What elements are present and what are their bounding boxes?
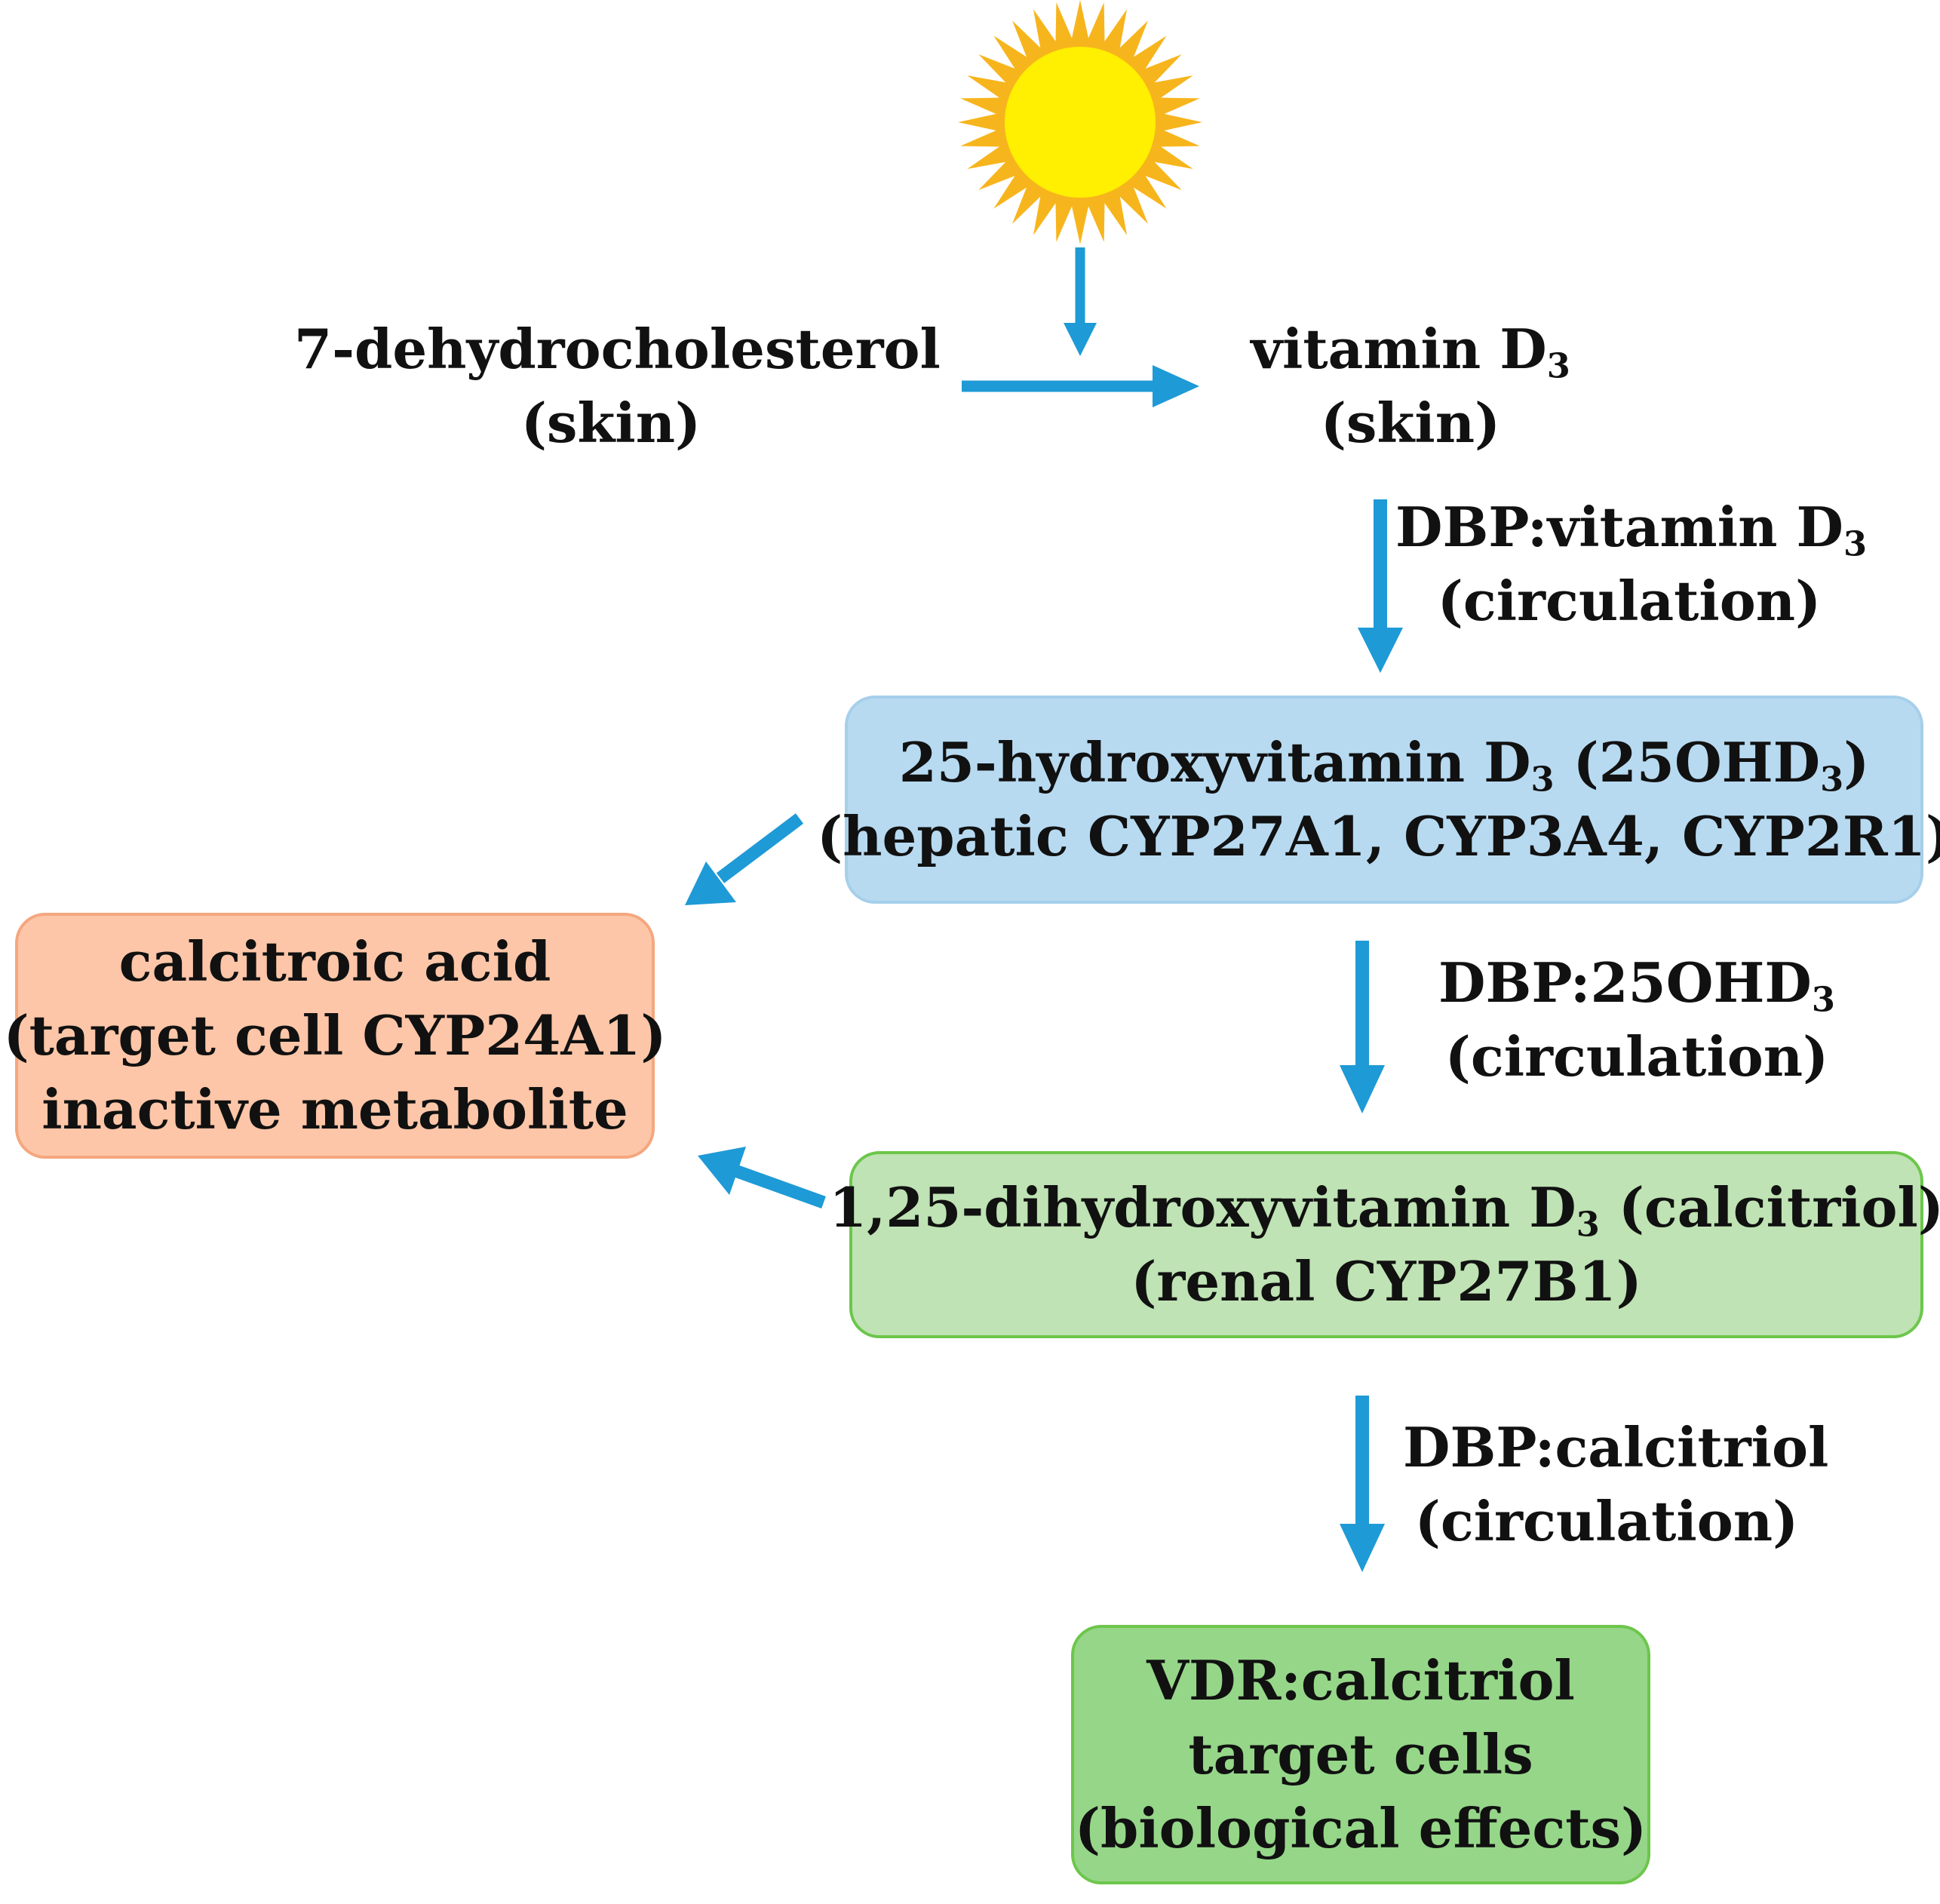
node-label: vitamin D3	[1251, 317, 1570, 386]
node-enzymes: (target cell CYP24A1)	[3, 1003, 667, 1067]
node-label: 25-hydroxyvitamin D3 (25OHD3)	[898, 730, 1870, 800]
arrow-hydroxy-to-calcitroic-head	[685, 861, 736, 905]
arrow-sun-down-head	[1064, 323, 1097, 356]
node-vitamin-d3: vitamin D3 (skin)	[1207, 312, 1614, 460]
arrow-dehydro-to-vitd3-head	[1153, 365, 1199, 407]
node-vdr-calcitriol: VDR:calcitriol target cells (biological …	[1071, 1625, 1650, 1884]
arrow-calcitriol-to-calcitroic-head	[698, 1147, 746, 1195]
edge-label-location: (circulation)	[1414, 1489, 1799, 1553]
sun-core	[1005, 47, 1156, 198]
node-enzymes: (renal CYP27B1)	[1131, 1249, 1642, 1313]
arrow-group	[685, 247, 1403, 1572]
node-target: target cells	[1188, 1722, 1533, 1786]
node-label: calcitroic acid	[118, 929, 551, 993]
edge-label-carrier: DBP:vitamin D3	[1395, 495, 1867, 564]
node-location: (skin)	[520, 391, 701, 455]
node-calcitriol: 1,25-dihydroxyvitamin D3 (calcitriol) (r…	[829, 1151, 1940, 1338]
arrow-calcitriol-to-calcitroic	[733, 1164, 826, 1209]
node-calcitroic-acid: calcitroic acid (target cell CYP24A1) in…	[4, 913, 666, 1159]
node-7-dehydrocholesterol: 7-dehydrocholesterol (skin)	[294, 312, 941, 460]
arrow-hydroxy-to-calcitriol-head	[1340, 1065, 1385, 1113]
node-label: VDR:calcitriol	[1147, 1648, 1575, 1712]
edge-label-location: (circulation)	[1437, 569, 1822, 633]
node-note: inactive metabolite	[41, 1077, 628, 1141]
edge-label-dbp-25ohd3: DBP:25OHD3 (circulation)	[1418, 946, 1856, 1094]
arrow-hydroxy-to-calcitroic	[716, 813, 804, 883]
node-label: 7-dehydrocholesterol	[294, 317, 941, 381]
edge-label-carrier: DBP:calcitriol	[1403, 1415, 1829, 1479]
sun-icon	[958, 0, 1202, 244]
edge-label-carrier: DBP:25OHD3	[1438, 950, 1835, 1020]
arrow-vitd3-to-hydroxy-head	[1358, 628, 1403, 673]
node-25-hydroxyvitamin-d3: 25-hydroxyvitamin D3 (25OHD3) (hepatic C…	[817, 696, 1940, 904]
node-location: (skin)	[1320, 391, 1501, 455]
edge-label-dbp-vitamin-d3: DBP:vitamin D3 (circulation)	[1395, 490, 1867, 638]
edge-label-dbp-calcitriol: DBP:calcitriol (circulation)	[1403, 1411, 1829, 1559]
node-label: 1,25-dihydroxyvitamin D3 (calcitriol)	[829, 1175, 1940, 1245]
edge-label-location: (circulation)	[1444, 1024, 1829, 1089]
arrow-calcitriol-to-vdr-head	[1340, 1524, 1385, 1572]
node-effects: (biological effects)	[1074, 1796, 1647, 1860]
node-enzymes: (hepatic CYP27A1, CYP3A4, CYP2R1)	[817, 804, 1940, 868]
